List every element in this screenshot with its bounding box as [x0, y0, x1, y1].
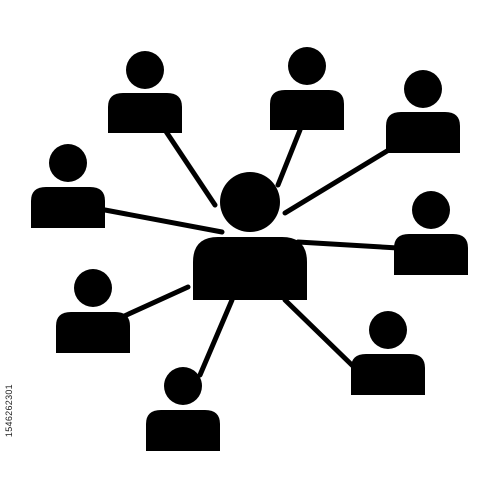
connector-lines: [102, 127, 401, 378]
connector-right: [295, 239, 401, 251]
connector-left: [102, 207, 225, 235]
person-lower-right-icon: [351, 311, 425, 395]
person-bottom-icon: [146, 367, 220, 451]
person-top-left-icon: [108, 51, 182, 133]
person-left-icon: [31, 144, 105, 228]
stock-image-id: 1546262301: [4, 384, 14, 438]
connector-top-center: [275, 127, 303, 188]
connector-top-right: [282, 145, 395, 216]
connector-lower-left: [117, 284, 191, 321]
person-top-center-icon: [270, 47, 344, 130]
person-right-icon: [394, 191, 468, 275]
person-lower-left-icon: [56, 269, 130, 353]
connector-lower-right: [282, 297, 360, 373]
connector-bottom: [197, 297, 235, 378]
connector-top-left: [162, 127, 218, 208]
person-top-right-icon: [386, 70, 460, 153]
center-person-icon: [193, 172, 307, 300]
